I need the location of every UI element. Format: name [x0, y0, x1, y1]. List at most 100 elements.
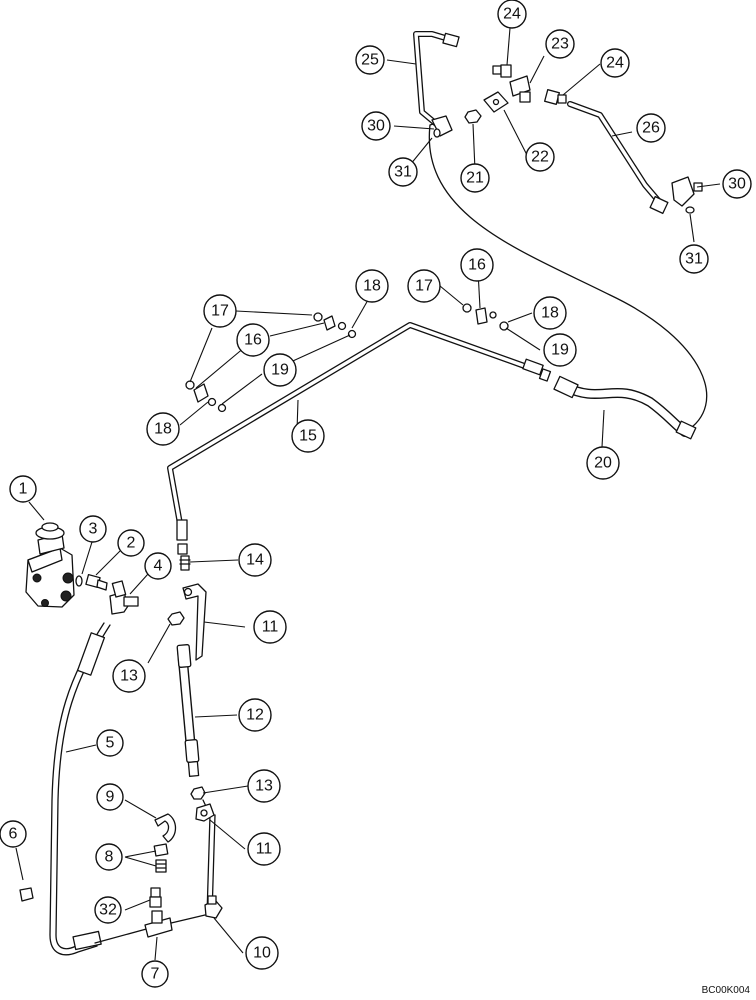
fitting-32: [149, 887, 162, 908]
callout-19-left: 19: [263, 353, 297, 387]
nut-13-upper: [167, 611, 185, 626]
svg-text:17: 17: [415, 278, 433, 295]
clip-9: [154, 813, 177, 843]
clamp-group-left: [185, 312, 357, 413]
callout-19-right: 19: [543, 333, 577, 367]
callout-24-top: 24: [497, 0, 527, 29]
svg-text:13: 13: [120, 668, 138, 685]
bracket-11-lower: [195, 803, 215, 822]
svg-text:10: 10: [253, 945, 271, 962]
fitting-30-31-upper: [431, 115, 453, 138]
svg-text:19: 19: [271, 362, 289, 379]
tube-26: [567, 101, 665, 208]
fitting-hose-20-ends: [553, 375, 697, 440]
callout-7: 7: [141, 960, 169, 988]
svg-text:11: 11: [256, 841, 273, 858]
leader-lines: [15, 27, 721, 961]
svg-text:32: 32: [99, 902, 117, 919]
callout-18-right: 18: [533, 296, 567, 330]
fitting-24-upper: [492, 64, 512, 78]
svg-text:18: 18: [541, 305, 559, 322]
tube-25: [413, 31, 455, 130]
callout-10: 10: [245, 936, 279, 970]
svg-text:2: 2: [127, 535, 136, 552]
callout-25: 25: [355, 45, 385, 75]
elbow-4: [109, 580, 139, 615]
svg-text:30: 30: [728, 176, 746, 193]
svg-text:31: 31: [685, 251, 703, 268]
callout-18-left: 18: [146, 412, 180, 446]
svg-text:13: 13: [255, 778, 273, 795]
svg-text:14: 14: [246, 552, 264, 569]
callout-11-upper: 11: [253, 610, 287, 644]
svg-text:5: 5: [106, 735, 115, 752]
fitting-24-right: [544, 89, 567, 105]
fitting-2: [85, 573, 108, 591]
plate-22: [483, 91, 509, 113]
callout-4: 4: [144, 552, 172, 580]
fitting-tube-25-end: [442, 32, 460, 48]
callout-2: 2: [117, 529, 145, 557]
svg-text:11: 11: [262, 619, 279, 636]
callout-3: 3: [79, 515, 107, 543]
callout-32: 32: [94, 896, 122, 924]
tube-15: [167, 322, 533, 538]
callout-5: 5: [96, 729, 124, 757]
svg-text:7: 7: [151, 966, 160, 983]
svg-text:15: 15: [299, 428, 317, 445]
cap-6: [19, 887, 34, 902]
callout-13-lower: 13: [247, 769, 281, 803]
hose-5: [49, 622, 111, 956]
callout-22: 22: [525, 142, 555, 172]
callout-17-left: 17: [203, 294, 237, 328]
elbow-10: [204, 895, 223, 919]
callout-8: 8: [95, 843, 123, 871]
svg-text:12: 12: [246, 707, 264, 724]
svg-text:6: 6: [9, 826, 18, 843]
callout-11-lower: 11: [247, 832, 281, 866]
callout-18-top: 18: [355, 269, 389, 303]
fitting-14: [176, 519, 191, 571]
svg-text:25: 25: [361, 52, 379, 69]
fitting-tube-15-end: [522, 358, 552, 382]
callout-31-upper: 31: [388, 157, 418, 187]
valve-1: [25, 522, 75, 608]
svg-text:19: 19: [551, 342, 569, 359]
svg-text:20: 20: [594, 455, 612, 472]
callout-14: 14: [238, 543, 272, 577]
callout-26: 26: [636, 113, 666, 143]
callout-17-right: 17: [407, 269, 441, 303]
svg-text:18: 18: [154, 421, 172, 438]
callout-1: 1: [9, 475, 37, 503]
callout-31-right: 31: [679, 244, 709, 274]
svg-text:9: 9: [106, 789, 115, 806]
reference-code: BC00K004: [701, 985, 750, 996]
svg-text:16: 16: [244, 332, 262, 349]
callout-6: 6: [0, 820, 27, 848]
callout-15: 15: [291, 419, 325, 453]
o-ring-3: [75, 575, 83, 587]
svg-text:21: 21: [466, 170, 484, 187]
clamp-group-right: [462, 303, 509, 331]
fittings-8: [153, 843, 169, 873]
callout-24-right: 24: [600, 48, 630, 78]
svg-text:1: 1: [19, 481, 28, 498]
callout-9: 9: [96, 783, 124, 811]
callout-21: 21: [460, 163, 490, 193]
callout-16-right: 16: [460, 248, 494, 282]
nut-13-lower: [190, 786, 206, 800]
callout-12: 12: [238, 698, 272, 732]
svg-text:31: 31: [394, 164, 412, 181]
hose-12: [176, 644, 200, 777]
svg-text:3: 3: [89, 521, 98, 538]
callout-30-right: 30: [722, 169, 752, 199]
svg-text:16: 16: [468, 257, 486, 274]
callout-16-left: 16: [236, 323, 270, 357]
svg-text:23: 23: [551, 36, 569, 53]
svg-text:24: 24: [503, 6, 521, 23]
svg-text:30: 30: [367, 118, 385, 135]
nut-21: [464, 109, 482, 124]
svg-text:8: 8: [105, 849, 114, 866]
svg-text:4: 4: [154, 558, 163, 575]
